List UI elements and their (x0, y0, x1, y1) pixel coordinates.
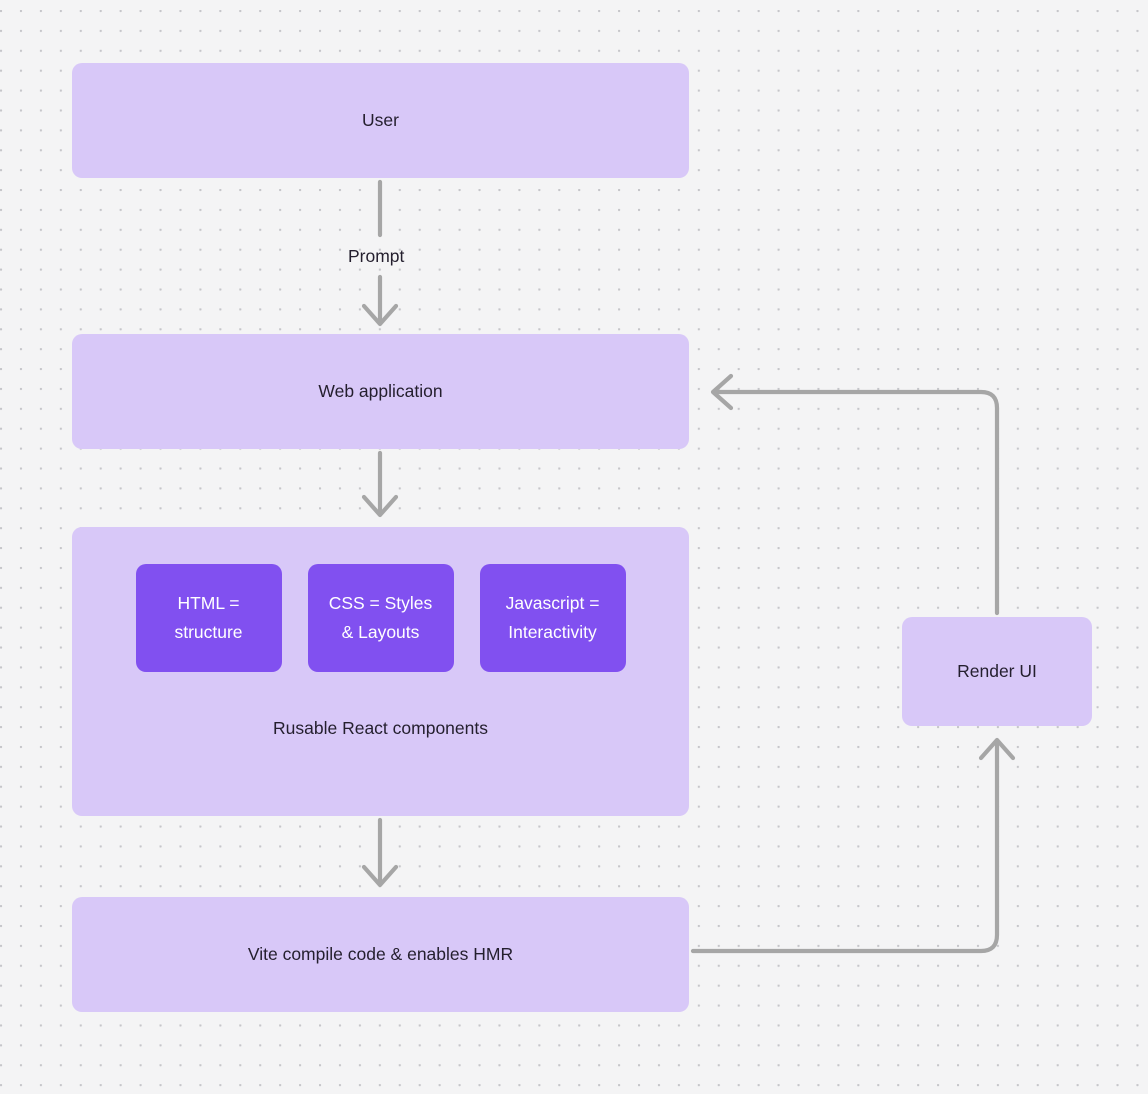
node-vite-label: Vite compile code & enables HMR (247, 943, 514, 964)
chip-html-label: HTML = structure (174, 593, 243, 642)
chip-css[interactable]: CSS = Styles & Layouts (307, 564, 454, 672)
chip-javascript[interactable]: Javascript = Interactivity (479, 564, 626, 672)
edge-render-to-webapp-arrowhead (710, 373, 734, 411)
chip-row: HTML = structure CSS = Styles & Layouts … (72, 564, 689, 672)
edge-webapp-to-components-arrowhead (361, 494, 399, 518)
react-components-caption: Rusable React components (273, 718, 488, 738)
edge-render-to-webapp-line (712, 389, 1000, 616)
node-vite[interactable]: Vite compile code & enables HMR (72, 897, 689, 1012)
chip-javascript-label: Javascript = Interactivity (505, 593, 600, 642)
node-user[interactable]: User (72, 63, 689, 178)
node-web-application[interactable]: Web application (72, 334, 689, 449)
edge-components-to-vite-arrowhead (361, 864, 399, 888)
edge-vite-to-render-line (690, 739, 1000, 954)
node-react-components-group[interactable]: HTML = structure CSS = Styles & Layouts … (72, 527, 689, 816)
chip-css-label: CSS = Styles & Layouts (328, 593, 433, 642)
edge-label-prompt: Prompt (348, 246, 405, 266)
node-render-ui-label: Render UI (957, 660, 1037, 681)
node-web-application-label: Web application (318, 380, 443, 401)
edge-user-to-webapp-arrowhead (361, 303, 399, 327)
node-user-label: User (362, 109, 399, 130)
chip-html[interactable]: HTML = structure (135, 564, 282, 672)
node-render-ui[interactable]: Render UI (902, 617, 1092, 726)
edge-vite-to-render-arrowhead (978, 737, 1016, 761)
